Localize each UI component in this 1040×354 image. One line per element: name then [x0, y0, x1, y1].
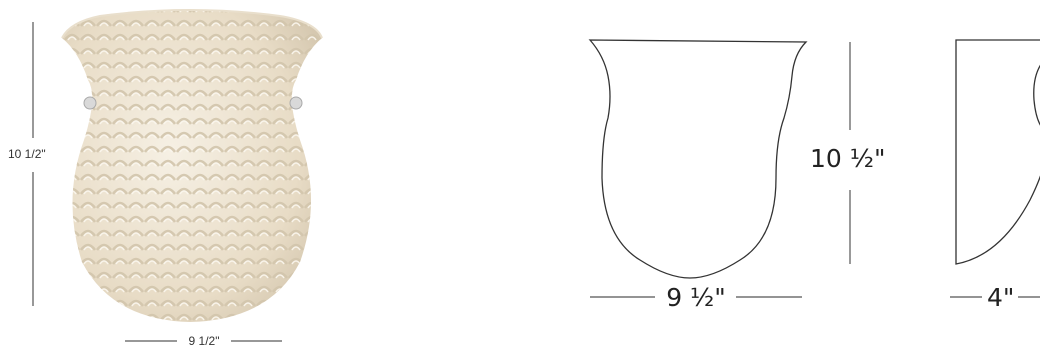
mounting-screw-left — [83, 96, 97, 110]
front-width-dimension: 9 ½" — [590, 283, 802, 312]
side-depth-label: 4" — [987, 283, 1014, 312]
front-height-label: 10 ½" — [810, 144, 886, 173]
front-height-dimension: 10 ½" — [810, 42, 886, 264]
glass-rim — [61, 9, 323, 39]
photo-height-label: 10 1/2" — [8, 147, 46, 161]
front-view-outline — [588, 39, 808, 279]
side-view-outline — [955, 39, 1040, 265]
side-depth-dimension: 4" — [950, 283, 1040, 312]
mounting-screw-right — [289, 96, 303, 110]
product-photo — [61, 9, 323, 322]
photo-height-dimension: 10 1/2" — [8, 22, 46, 306]
side-view-back-curve — [1033, 64, 1040, 126]
glass-pattern — [62, 10, 322, 322]
photo-width-label: 9 1/2" — [189, 334, 220, 348]
photo-width-dimension: 9 1/2" — [125, 334, 282, 348]
front-view-drawing — [588, 39, 808, 279]
front-width-label: 9 ½" — [666, 283, 726, 312]
side-view-drawing — [955, 39, 1040, 265]
